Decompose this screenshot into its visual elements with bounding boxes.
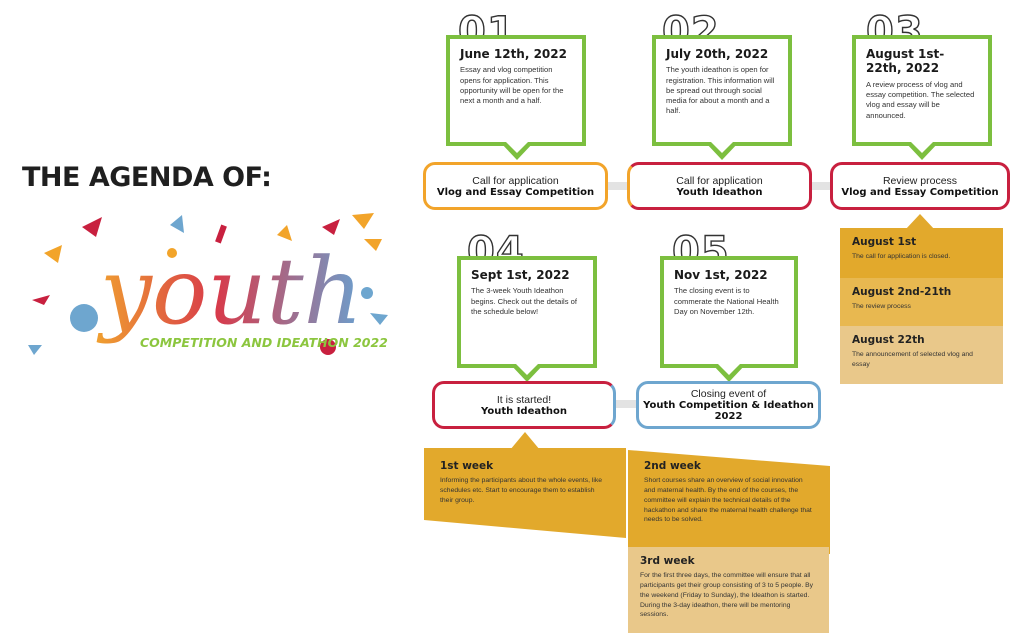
pill-subtitle: Youth Ideathon [481,405,567,417]
card-pointer [500,142,534,160]
week-block: 2nd week Short courses share an overview… [632,452,824,533]
pill-subtitle: Youth Ideathon [676,186,763,198]
review-detail-title: August 22th [852,334,925,346]
step-description: Essay and vlog competition opens for app… [460,65,564,106]
pill-subtitle: Vlog and Essay Competition [841,186,999,198]
week-pointer [510,432,540,450]
step-description: The 3-week Youth Ideathon begins. Check … [471,286,577,316]
step-card: June 12th, 2022 Essay and vlog competiti… [446,35,586,146]
confetti-shape [352,213,374,229]
card-pointer [510,364,544,382]
confetti-dot [361,287,373,299]
step-card: July 20th, 2022 The youth ideathon is op… [652,35,792,146]
confetti-dot [167,248,177,258]
review-detail-title: August 2nd-21th [852,286,952,298]
confetti-shape [32,295,50,305]
confetti-shape [28,345,42,355]
week-text: Short courses share an overview of socia… [644,477,812,524]
pill-label: It is started! [496,393,552,406]
card-pointer [712,364,746,382]
week-block: 1st week Informing the participants abou… [428,452,618,514]
step-description: A review process of vlog and essay compe… [866,79,975,120]
step-pill: Call for application Youth Ideathon [627,162,812,210]
step-description: The youth ideathon is open for registrat… [666,65,775,116]
review-pointer [905,214,935,230]
week-text: For the first three days, the committee … [640,572,814,619]
confetti-dot [70,304,98,332]
step-pill: Closing event of Youth Competition & Ide… [636,381,821,429]
step-date: August 1st-22th, 2022 [866,47,945,76]
review-detail-title: August 1st [852,236,917,248]
logo-subtitle: COMPETITION AND IDEATHON 2022 [140,335,388,350]
timeline-connector [600,182,635,190]
review-detail-block: August 1st The call for application is c… [840,228,1003,278]
week-text: Informing the participants about the who… [440,477,603,504]
review-detail-text: The review process [852,303,911,310]
confetti-shape [44,245,62,263]
week-title: 2nd week [644,460,701,472]
page-title: THE AGENDA OF: [22,162,272,193]
logo-word: youth [96,238,363,345]
step-pill: Review process Vlog and Essay Competitio… [830,162,1010,210]
review-detail-text: The call for application is closed. [852,253,951,260]
pill-subtitle: Vlog and Essay Competition [436,186,595,198]
pill-label: Call for application [472,174,559,187]
step-date: Sept 1st, 2022 [471,268,570,282]
confetti-shape [170,215,184,233]
step-pill: Call for application Vlog and Essay Comp… [423,162,608,210]
week-block-shape [424,448,626,538]
step-description: The closing event is to commerate the Na… [674,286,779,316]
confetti-shape [370,313,388,325]
confetti-shape [277,225,292,241]
timeline-connector [805,182,835,190]
step-card: August 1st-22th, 2022 A review process o… [852,35,992,146]
step-date: July 20th, 2022 [666,47,769,61]
step-date: June 12th, 2022 [460,47,567,61]
week-block: 3rd week For the first three days, the c… [628,547,829,633]
week-title: 3rd week [640,555,695,567]
youth-logo: youth COMPETITION AND IDEATHON 2022 [28,213,388,355]
review-detail-block: August 22th The announcement of selected… [840,326,1003,384]
confetti-shape [215,224,227,244]
pill-subtitle: Youth Competition & Ideathon 2022 [643,400,814,422]
timeline-connector [612,400,642,408]
step-pill: It is started! Youth Ideathon [432,381,616,429]
pill-label: Closing event of [690,388,767,400]
week-title: 1st week [440,460,494,472]
pill-label: Review process [882,174,958,187]
review-detail-block: August 2nd-21th The review process [840,278,1003,326]
confetti-shape [82,217,102,237]
confetti-shape [322,219,340,235]
confetti-shape [364,239,382,251]
card-pointer [905,142,939,160]
confetti-dot [320,339,336,355]
card-pointer [705,142,739,160]
step-card: Nov 1st, 2022 The closing event is to co… [660,256,798,368]
step-date: Nov 1st, 2022 [674,268,768,282]
week-block-shape [628,450,830,554]
step-card: Sept 1st, 2022 The 3-week Youth Ideathon… [457,256,597,368]
review-detail-text: The announcement of selected vlog and es… [852,351,973,368]
pill-label: Call for application [676,174,763,187]
